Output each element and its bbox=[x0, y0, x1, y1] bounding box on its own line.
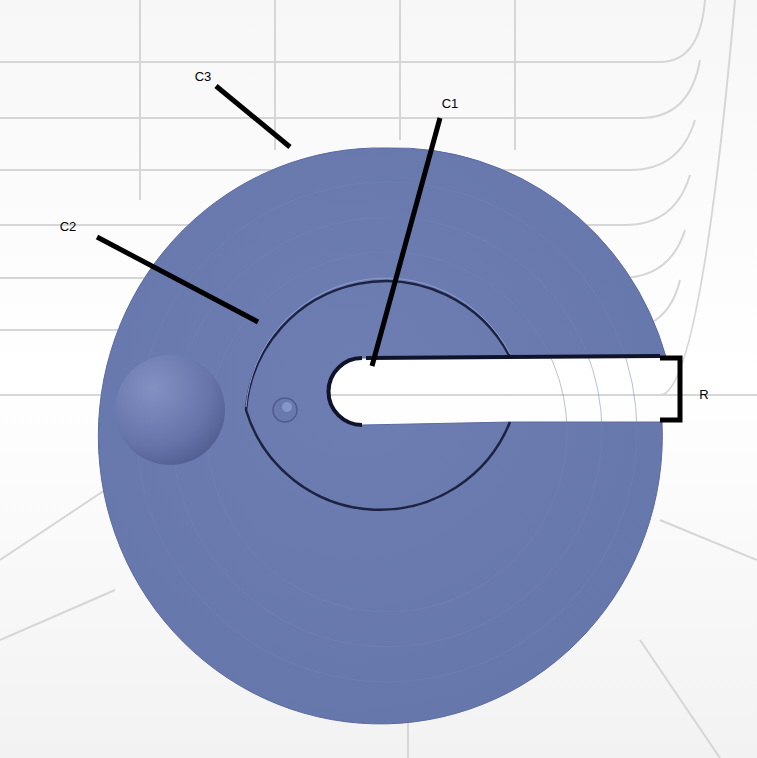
callout-label: R bbox=[697, 387, 710, 402]
callout-label: C2 bbox=[58, 219, 79, 234]
callout-label: C3 bbox=[193, 69, 214, 84]
disc-part bbox=[98, 148, 666, 724]
leader-lines bbox=[97, 86, 680, 420]
leader-line bbox=[216, 86, 290, 147]
callout-label: C1 bbox=[440, 96, 461, 111]
dimension-bracket bbox=[660, 358, 680, 420]
leader-line bbox=[97, 237, 258, 322]
leader-line bbox=[372, 118, 440, 366]
